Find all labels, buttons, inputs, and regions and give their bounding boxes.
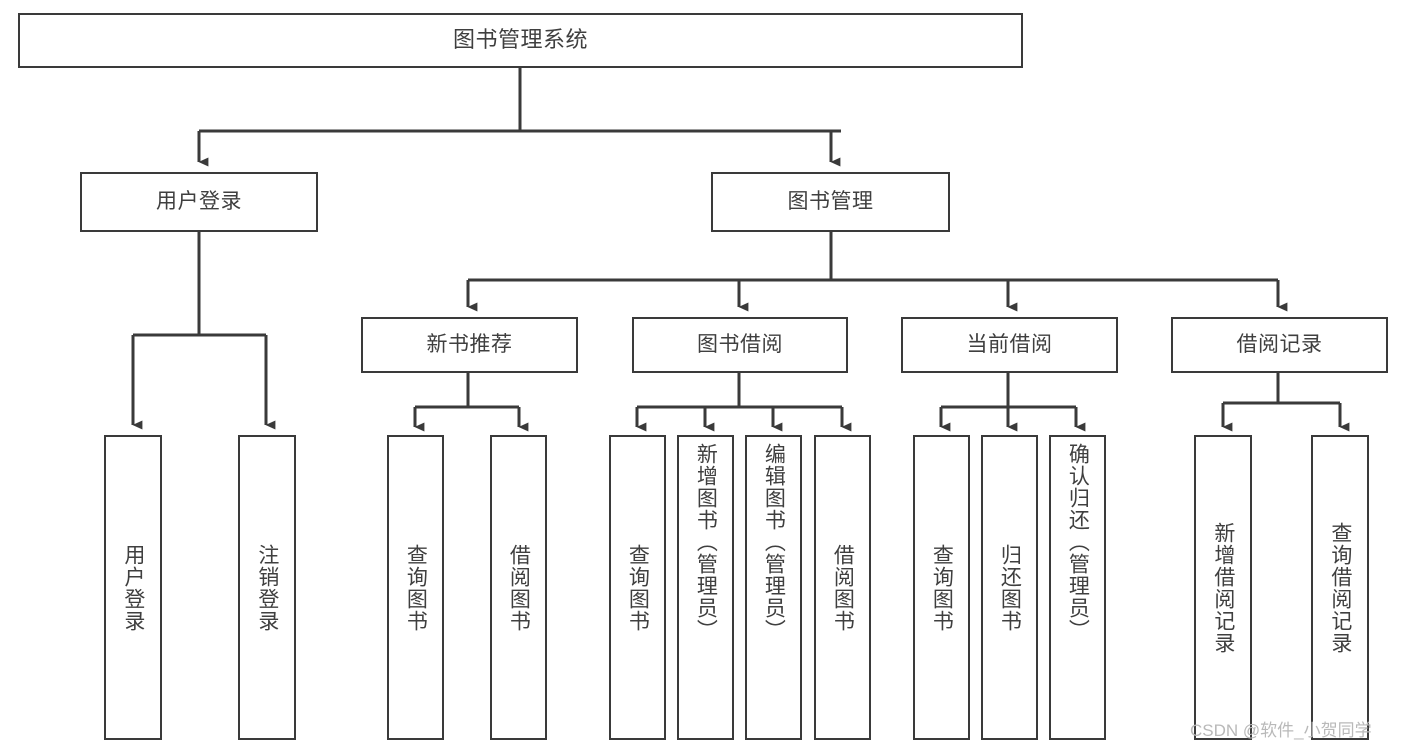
node-root-book-management-system[interactable]: 图书管理系统	[18, 13, 1023, 68]
node-label: 图书管理系统	[452, 27, 588, 53]
leaf-return-book[interactable]: 归还图书	[981, 435, 1038, 740]
node-label: 借阅图书	[831, 543, 855, 632]
leaf-add-borrow-record[interactable]: 新增借阅记录	[1194, 435, 1252, 740]
node-label: 新增图书（管理员）	[694, 443, 718, 641]
node-label: 编辑图书（管理员）	[762, 443, 786, 641]
node-book-management[interactable]: 图书管理	[711, 172, 950, 232]
node-label: 查询图书	[404, 543, 428, 632]
node-label: 归还图书	[998, 543, 1022, 632]
watermark-text: CSDN @软件_小贺同学	[1190, 721, 1372, 740]
node-new-book-recommend[interactable]: 新书推荐	[361, 317, 578, 373]
node-label: 确认归还（管理员）	[1066, 443, 1090, 641]
leaf-query-book-current[interactable]: 查询图书	[913, 435, 970, 740]
node-user-login[interactable]: 用户登录	[80, 172, 318, 232]
leaf-borrow-book-recommend[interactable]: 借阅图书	[490, 435, 547, 740]
node-borrow-record[interactable]: 借阅记录	[1171, 317, 1388, 373]
leaf-add-book-admin[interactable]: 新增图书（管理员）	[677, 435, 734, 740]
node-label: 用户登录	[121, 543, 145, 632]
node-label: 借阅记录	[1236, 333, 1323, 357]
node-book-borrow[interactable]: 图书借阅	[632, 317, 848, 373]
leaf-query-book-borrow[interactable]: 查询图书	[609, 435, 666, 740]
node-label: 新增借阅记录	[1211, 521, 1235, 654]
leaf-edit-book-admin[interactable]: 编辑图书（管理员）	[745, 435, 802, 740]
node-label: 查询图书	[930, 543, 954, 632]
node-label: 当前借阅	[966, 333, 1053, 357]
leaf-query-borrow-record[interactable]: 查询借阅记录	[1311, 435, 1369, 740]
node-label: 查询借阅记录	[1328, 521, 1352, 654]
node-label: 注销登录	[255, 543, 279, 632]
leaf-borrow-book[interactable]: 借阅图书	[814, 435, 871, 740]
node-label: 借阅图书	[507, 543, 531, 632]
leaf-logout-login[interactable]: 注销登录	[238, 435, 296, 740]
node-label: 图书借阅	[697, 333, 783, 357]
node-label: 用户登录	[156, 190, 242, 214]
node-current-borrow[interactable]: 当前借阅	[901, 317, 1118, 373]
node-label: 查询图书	[626, 543, 650, 632]
node-label: 图书管理	[787, 190, 874, 214]
leaf-user-login[interactable]: 用户登录	[104, 435, 162, 740]
leaf-query-book-recommend[interactable]: 查询图书	[387, 435, 444, 740]
node-label: 新书推荐	[426, 333, 513, 357]
leaf-confirm-return-admin[interactable]: 确认归还（管理员）	[1049, 435, 1106, 740]
